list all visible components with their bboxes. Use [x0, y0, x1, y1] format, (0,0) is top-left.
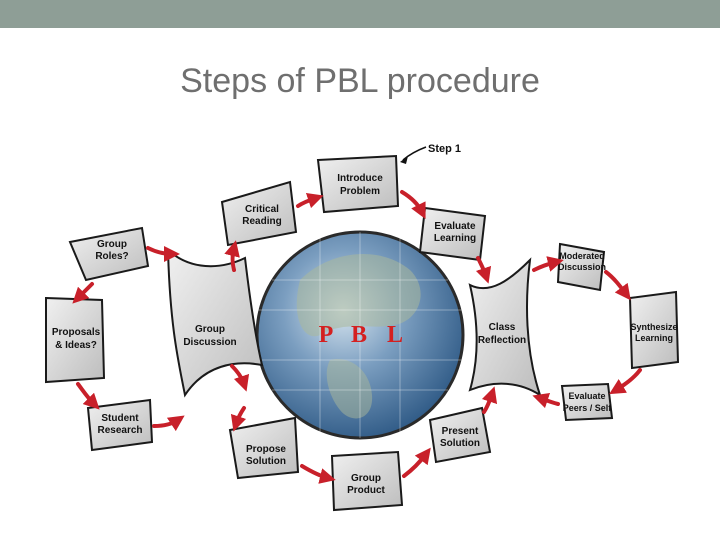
arrow-product-to-present [402, 447, 431, 478]
card-group-roles: Group Roles? [68, 226, 150, 282]
arrow-moderated-to-synthesize [604, 270, 631, 301]
label-evaluate-peers-self-1: Evaluate [568, 391, 605, 401]
arrow-introduce-to-evaluate [400, 190, 426, 220]
card-evaluate-learning: Evaluate Learning [418, 206, 487, 262]
card-evaluate-peers-self: Evaluate Peers / Self [560, 382, 614, 422]
step-1-label: Step 1 [428, 143, 461, 155]
top-bar [0, 0, 720, 28]
arrow-critical-to-introduce [296, 192, 324, 209]
label-introduce-problem-2: Problem [340, 186, 380, 197]
label-student-research-2: Research [97, 425, 142, 436]
card-student-research: Student Research [86, 398, 154, 452]
card-present-solution: Present Solution [428, 406, 492, 464]
card-critical-reading: Critical Reading [220, 180, 298, 247]
card-group-product: Group Product [330, 450, 404, 512]
label-critical-reading-2: Reading [242, 216, 281, 227]
label-proposals-ideas-1: Proposals [52, 327, 101, 338]
label-class-reflection-1: Class [489, 322, 516, 333]
arrow-present-to-reflection [481, 386, 498, 414]
arrow-discussion-to-propose [230, 406, 247, 432]
label-proposals-ideas-2: & Ideas? [55, 340, 97, 351]
globe-letter-l: L [387, 322, 403, 348]
card-introduce-problem: Introduce Problem [316, 154, 400, 214]
pbl-cycle-diagram: P B L Group Discussion Class Reflection … [45, 143, 680, 512]
label-group-product-2: Product [347, 485, 385, 496]
label-group-discussion-2: Discussion [183, 337, 236, 348]
card-moderated-discussion: Moderated Discussion [556, 242, 606, 292]
panel-group-discussion: Group Discussion [166, 247, 264, 398]
arrow-proposals-to-research [76, 382, 100, 410]
arrow-globe-to-discussion [230, 364, 250, 392]
step-1-pointer-head [400, 156, 408, 164]
label-synthesize-learning-2: Learning [635, 333, 673, 343]
label-propose-solution-2: Solution [246, 456, 286, 467]
label-present-solution-2: Solution [440, 438, 480, 449]
label-critical-reading-1: Critical [245, 204, 279, 215]
arrow-roles-to-discussion [146, 245, 180, 262]
label-introduce-problem-1: Introduce [337, 173, 383, 184]
arrow-evaluate-to-reflection-right [532, 392, 560, 409]
panel-class-reflection: Class Reflection [468, 257, 542, 398]
arrow-roles-to-proposals [72, 282, 94, 304]
globe-letter-p: P [319, 322, 334, 348]
card-propose-solution: Propose Solution [228, 416, 300, 480]
arrow-synthesize-to-evaluate [609, 368, 642, 395]
arrow-reflection-to-moderated [532, 256, 564, 272]
globe [255, 230, 465, 440]
card-proposals-ideas: Proposals & Ideas? [45, 296, 106, 384]
slide-title: Steps of PBL procedure [180, 62, 540, 100]
label-synthesize-learning-1: Synthesize [630, 322, 677, 332]
label-group-product-1: Group [351, 473, 381, 484]
label-evaluate-learning-1: Evaluate [434, 221, 476, 232]
label-group-roles-1: Group [97, 239, 127, 250]
label-evaluate-learning-2: Learning [434, 233, 476, 244]
label-propose-solution-1: Propose [246, 444, 286, 455]
label-class-reflection-2: Reflection [478, 335, 526, 346]
arrow-discussion-to-critical [224, 240, 240, 272]
label-student-research-1: Student [101, 413, 139, 424]
label-evaluate-peers-self-2: Peers / Self [563, 403, 613, 413]
card-synthesize-learning: Synthesize Learning [628, 290, 680, 370]
arrow-research-to-discussion [152, 415, 185, 432]
label-present-solution-1: Present [442, 426, 479, 437]
globe-letter-b: B [351, 322, 367, 348]
arrow-propose-to-product [300, 464, 336, 484]
label-group-roles-2: Roles? [95, 251, 128, 262]
arrow-evaluate-to-reflection [475, 256, 492, 284]
label-group-discussion-1: Group [195, 324, 225, 335]
label-moderated-discussion-2: Discussion [558, 262, 606, 272]
label-moderated-discussion-1: Moderated [559, 251, 605, 261]
